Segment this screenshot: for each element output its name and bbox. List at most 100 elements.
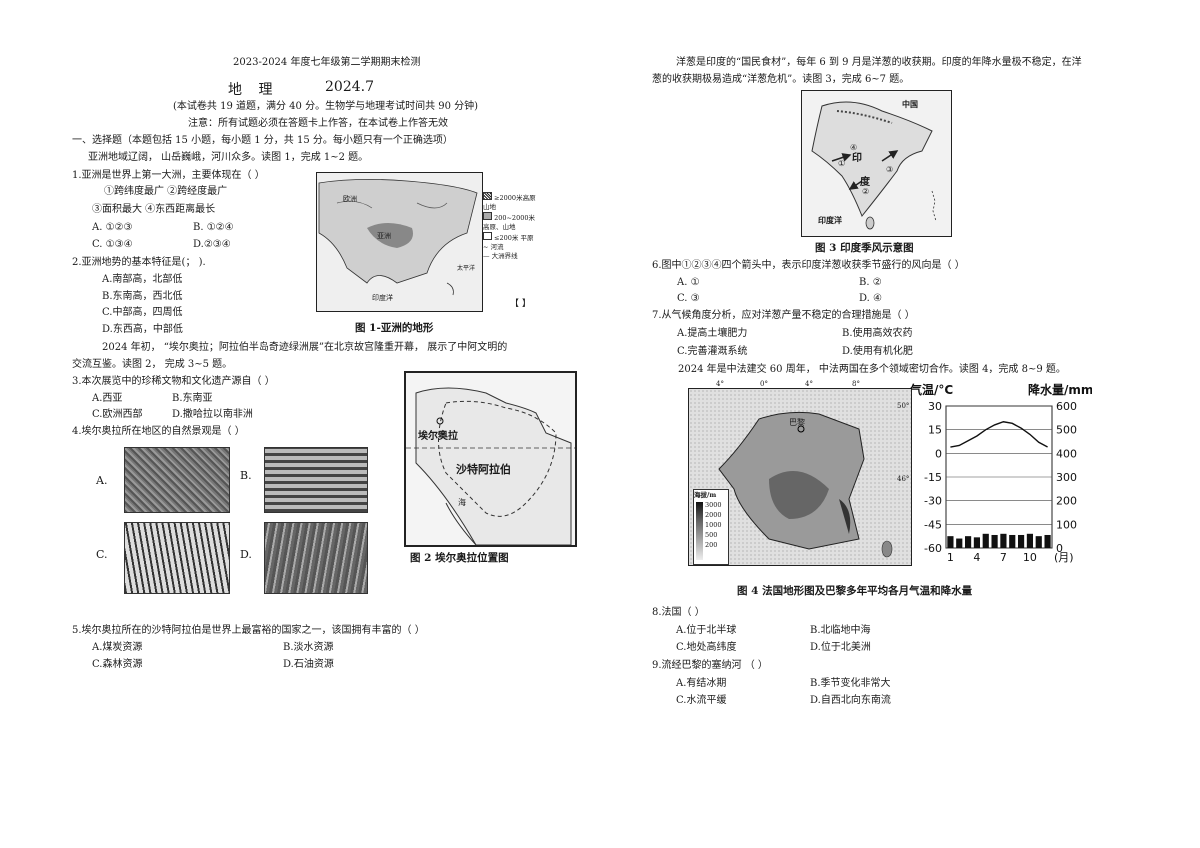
q7-option-b[interactable]: B.使用高效农药 xyxy=(842,328,913,339)
q6-stem: 6.图中①②③④四个箭头中，表示印度洋葱收获季节盛行的风向是（ ） xyxy=(652,260,965,271)
lat-label-46: 46° xyxy=(897,475,910,483)
asia-map-graphic xyxy=(318,179,478,296)
q4-stem: 4.埃尔奥拉所在地区的自然景观是（ ） xyxy=(72,426,245,437)
exam-note: (本试卷共 19 道题，满分 40 分。生物学与地理考试时间共 90 分钟) xyxy=(173,101,479,112)
legend-high: ≥2000米高原 山地 xyxy=(483,194,536,211)
india-monsoon-figure: 中国 印 度 印度洋 ④ ① ③ ② xyxy=(801,90,952,237)
precipitation-bar xyxy=(964,536,972,548)
legend-swatch-low xyxy=(483,232,492,240)
q5-option-a[interactable]: A.煤炭资源 xyxy=(92,642,143,653)
precipitation-bar xyxy=(982,533,989,548)
landscape-photo-c[interactable] xyxy=(124,522,230,594)
legend-swatch-high xyxy=(483,192,492,200)
label-india-1: 印 xyxy=(852,153,862,164)
fig1-bracket: 【 】 xyxy=(510,299,531,309)
q1-statement-2: ③面积最大 ④东西距离最长 xyxy=(92,204,216,215)
q6-option-b[interactable]: B. ② xyxy=(859,277,882,288)
q7-option-a[interactable]: A.提高土壤肥力 xyxy=(677,328,748,339)
q7-option-c[interactable]: C.完善灌溉系统 xyxy=(677,346,748,357)
q4-option-b[interactable]: B. xyxy=(240,469,252,482)
precipitation-bar xyxy=(1000,533,1007,548)
passage-onion-line2: 葱的收获期极易造成“洋葱危机”。读图 3，完成 6~7 题。 xyxy=(652,74,910,85)
lon-label-2: 0° xyxy=(760,380,768,388)
q4-option-c[interactable]: C. xyxy=(96,548,108,561)
precipitation-tick-label: 100 xyxy=(1056,518,1077,531)
q9-option-b[interactable]: B.季节变化非常大 xyxy=(810,678,891,689)
q4-option-a[interactable]: A. xyxy=(96,474,108,487)
q1-option-b[interactable]: B. ①②④ xyxy=(193,222,234,233)
precipitation-bar xyxy=(1035,536,1042,548)
q6-option-a[interactable]: A. ① xyxy=(677,277,700,288)
q1-option-c[interactable]: C. ①③④ xyxy=(92,239,133,250)
elev-2000: 2000 xyxy=(705,511,722,519)
legend-mid: 200~2000米 高原、山地 xyxy=(483,214,535,231)
label-saudi-arabia: 沙特阿拉伯 xyxy=(456,463,511,476)
q4-option-d[interactable]: D. xyxy=(240,548,252,561)
q7-stem: 7.从气候角度分析，应对洋葱产量不稳定的合理措施是（ ） xyxy=(652,310,915,321)
month-tick-label: 7 xyxy=(1000,551,1007,564)
elola-map-graphic xyxy=(406,387,575,545)
arrow-3: ③ xyxy=(886,165,894,174)
q2-option-c[interactable]: C.中部高，四周低 xyxy=(102,307,183,318)
q1-option-d[interactable]: D.②③④ xyxy=(193,239,231,250)
temperature-tick-label: -45 xyxy=(924,518,942,531)
precipitation-tick-label: 500 xyxy=(1056,424,1077,437)
lon-label-3: 4° xyxy=(805,380,813,388)
exam-instruction: 注意：所有试题必须在答题卡上作答，在本试卷上作答无效 xyxy=(188,118,448,129)
landscape-photo-b[interactable] xyxy=(264,447,368,513)
q1-statement-1: ①跨纬度最广 ②跨经度最广 xyxy=(104,186,228,197)
q3-option-d[interactable]: D.撒哈拉以南非洲 xyxy=(172,409,253,420)
q2-option-a[interactable]: A.南部高，北部低 xyxy=(102,274,183,285)
q8-option-c[interactable]: C.地处高纬度 xyxy=(676,642,737,653)
asia-map-legend: ≥2000米高原 山地 200~2000米 高原、山地 ≤200米 平原 ~ 河… xyxy=(483,192,536,260)
q5-option-c[interactable]: C.森林资源 xyxy=(92,659,143,670)
precipitation-axis-title: 降水量/mm xyxy=(1028,382,1092,397)
lon-label-4: 8° xyxy=(852,380,860,388)
q1-stem: 1.亚洲是世界上第一大洲，主要体现在（ ） xyxy=(72,170,265,181)
q8-option-b[interactable]: B.北临地中海 xyxy=(810,625,871,636)
temperature-tick-label: 15 xyxy=(928,424,942,437)
landscape-photo-a[interactable] xyxy=(124,447,230,513)
q9-option-d[interactable]: D.自西北向东南流 xyxy=(810,695,891,706)
legend-boundary: 大洲界线 xyxy=(491,252,518,260)
q1-option-a[interactable]: A. ①②③ xyxy=(92,222,133,233)
q9-option-c[interactable]: C.水流平缓 xyxy=(676,695,727,706)
label-pacific: 太平洋 xyxy=(457,265,476,272)
q3-option-b[interactable]: B.东南亚 xyxy=(172,393,213,404)
month-tick-label: 4 xyxy=(973,551,980,564)
q6-option-c[interactable]: C. ③ xyxy=(677,293,700,304)
precipitation-tick-label: 600 xyxy=(1056,400,1077,413)
passage-elola-line1: 2024 年初， “埃尔奥拉；阿拉伯半岛奇迹绿洲展”在北京故宫隆重开幕， 展示了… xyxy=(102,342,508,353)
q2-option-d[interactable]: D.东西高，中部低 xyxy=(102,324,183,335)
q8-option-d[interactable]: D.位于北美洲 xyxy=(810,642,871,653)
label-china: 中国 xyxy=(902,99,918,109)
q3-option-a[interactable]: A.西亚 xyxy=(92,393,123,404)
precipitation-bar xyxy=(1044,534,1051,548)
q6-option-d[interactable]: D. ④ xyxy=(859,293,882,304)
q9-option-a[interactable]: A.有结冰期 xyxy=(676,678,727,689)
q5-option-d[interactable]: D.石油资源 xyxy=(283,659,334,670)
landscape-photo-d[interactable] xyxy=(264,522,368,594)
france-map-figure: 巴黎 海拔/m 3000 2000 1000 500 200 xyxy=(688,388,912,566)
elevation-color-bar xyxy=(696,502,703,560)
subject-title: 地 理 xyxy=(228,82,279,98)
elola-map-figure: 埃尔奥拉 沙特阿拉伯 海 xyxy=(404,371,577,547)
q5-option-b[interactable]: B.淡水资源 xyxy=(283,642,334,653)
q9-stem: 9.流经巴黎的塞纳河 （ ） xyxy=(652,660,768,671)
temperature-tick-label: 0 xyxy=(935,447,942,460)
precipitation-bar xyxy=(947,536,954,548)
q2-option-b[interactable]: B.东南高，西北低 xyxy=(102,291,183,302)
elevation-legend: 海拔/m 3000 2000 1000 500 200 xyxy=(693,489,729,565)
q3-option-c[interactable]: C.欧洲西部 xyxy=(92,409,143,420)
precipitation-tick-label: 200 xyxy=(1056,495,1077,508)
temperature-line xyxy=(950,421,1048,448)
month-tick-label: 1 xyxy=(947,551,954,564)
q7-option-d[interactable]: D.使用有机化肥 xyxy=(842,346,913,357)
precipitation-bar xyxy=(991,534,998,548)
section-heading: 一、选择题（本题包括 15 小题，每小题 1 分，共 15 分。每小题只有一个正… xyxy=(72,135,453,146)
precipitation-bar xyxy=(956,538,963,548)
elev-1000: 1000 xyxy=(705,521,722,529)
label-elola: 埃尔奥拉 xyxy=(418,431,458,442)
q8-option-a[interactable]: A.位于北半球 xyxy=(676,625,737,636)
